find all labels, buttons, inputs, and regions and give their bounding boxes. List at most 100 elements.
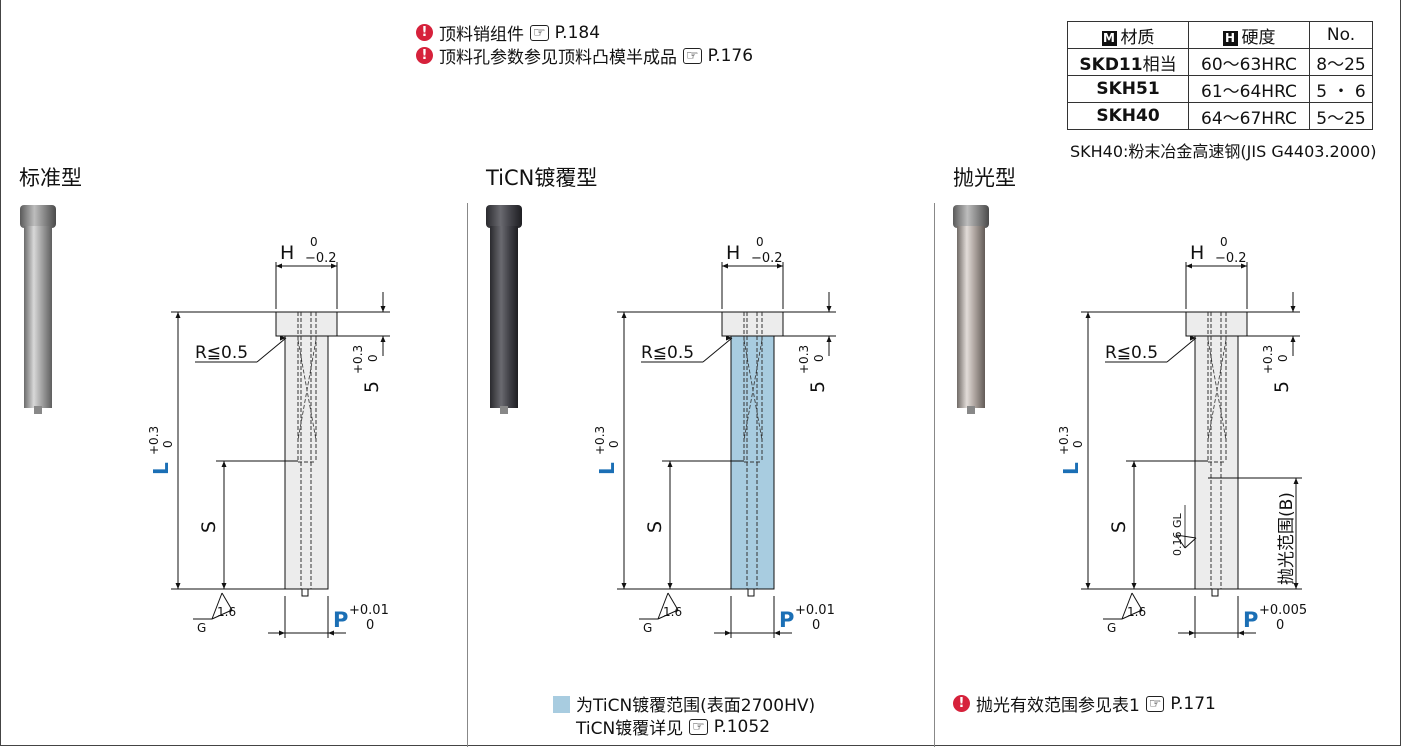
warning-icon: ! <box>416 24 433 41</box>
finish-label: 1.6 <box>663 605 682 619</box>
dimension-line <box>743 339 763 441</box>
arrowhead <box>826 336 832 342</box>
h-upper-tol: 0 <box>310 235 318 249</box>
p-upper-tol: +0.01 <box>349 603 389 618</box>
product-photo <box>953 205 989 414</box>
arrowhead <box>221 583 227 589</box>
section-divider <box>467 203 468 747</box>
arrowhead <box>1131 583 1137 589</box>
five-label: 5 <box>807 381 829 393</box>
h-label: H <box>280 242 294 264</box>
no-cell: 5～25 <box>1309 102 1373 130</box>
material-footnote: SKH40:粉末冶金高速钢(JIS G4403.2000) <box>1070 142 1377 161</box>
note-ejector-pin-assembly: ! 顶料销组件 ☞ P.184 <box>416 20 600 45</box>
dimension-line <box>1175 534 1186 549</box>
coat-swatch <box>553 696 570 713</box>
pin-shank <box>490 226 518 408</box>
l-upper-tol: +0.3 <box>593 426 607 455</box>
radius-label: R≦0.5 <box>641 343 694 363</box>
hardness-cell: 60～63HRC <box>1188 48 1310 76</box>
arrowhead <box>1290 306 1296 312</box>
arrowhead <box>276 263 282 269</box>
note-text: 顶料孔参数参见顶料凸模半成品 <box>439 48 677 68</box>
dimension-line <box>1121 592 1133 620</box>
arrowhead <box>380 336 386 342</box>
dimension-line <box>702 337 733 363</box>
product-photo <box>20 205 56 414</box>
polish-grade-label: GL <box>1171 512 1184 528</box>
polish-range-label: 抛光范围(B) <box>1277 492 1297 585</box>
product-photo <box>486 205 522 414</box>
arrowhead <box>722 263 728 269</box>
five-lower-tol: 0 <box>812 354 826 362</box>
p-label: P <box>1243 608 1258 632</box>
finish-grade-label: G <box>643 621 652 635</box>
five-upper-tol: +0.3 <box>351 345 365 374</box>
page-reference[interactable]: P.184 <box>554 22 601 43</box>
hardness-badge-icon: H <box>1222 30 1238 46</box>
page-reference[interactable]: P.176 <box>707 45 754 66</box>
arrowhead <box>1131 461 1137 467</box>
pointing-hand-icon: ☞ <box>683 47 702 64</box>
arrowhead <box>621 583 627 589</box>
pointing-hand-icon: ☞ <box>689 718 708 735</box>
arrowhead <box>279 630 285 636</box>
p-label: P <box>779 608 794 632</box>
p-lower-tol: 0 <box>366 618 374 633</box>
pin-head <box>20 205 56 228</box>
dimension-line <box>657 592 669 620</box>
arrowhead <box>331 263 337 269</box>
p-label: P <box>333 608 348 632</box>
dimension-line <box>211 609 233 620</box>
pin-head <box>486 205 522 228</box>
s-label: S <box>1108 521 1130 533</box>
l-upper-tol: +0.3 <box>1057 426 1071 455</box>
pointing-hand-icon: ☞ <box>1145 695 1165 712</box>
coat-legend: 为TiCN镀覆范围(表面2700HV) <box>553 691 815 716</box>
dimension-line <box>667 592 679 611</box>
five-lower-tol: 0 <box>1276 354 1290 362</box>
finish-label: 1.6 <box>1127 605 1146 619</box>
pin-head-outline <box>275 311 338 337</box>
l-lower-tol: 0 <box>607 440 621 448</box>
material-cell: SKD11相当 <box>1067 48 1189 76</box>
no-cell: 8～25 <box>1309 48 1373 76</box>
arrowhead <box>1238 630 1244 636</box>
pin-head-outline <box>1185 311 1248 337</box>
material-badge-icon: M <box>1101 30 1117 46</box>
l-label: L <box>1059 462 1083 475</box>
pin-tip-outline <box>1211 588 1219 597</box>
dimension-line <box>1166 337 1197 363</box>
arrowhead <box>621 312 627 318</box>
arrowhead <box>1290 336 1296 342</box>
arrowhead <box>726 335 732 341</box>
pin-tip-outline <box>301 588 309 597</box>
section-divider <box>934 203 935 747</box>
page-reference[interactable]: P.171 <box>1170 693 1216 714</box>
h-lower-tol: −0.2 <box>1215 251 1247 266</box>
five-upper-tol: +0.3 <box>797 345 811 374</box>
page-reference[interactable]: P.1052 <box>713 716 771 737</box>
note-text: 顶料销组件 <box>439 25 524 45</box>
pin-head-outline <box>721 311 784 337</box>
note-ejector-hole: ! 顶料孔参数参见顶料凸模半成品 ☞ P.176 <box>416 43 753 68</box>
p-upper-tol: +0.005 <box>1259 603 1307 618</box>
arrowhead <box>777 263 783 269</box>
table-row: SKH40 64～67HRC 5～25 <box>1067 102 1373 130</box>
h-label: H <box>1190 242 1204 264</box>
arrowhead <box>1085 312 1091 318</box>
warning-icon: ! <box>416 47 433 64</box>
h-upper-tol: 0 <box>1220 235 1228 249</box>
dimension-line <box>297 339 317 441</box>
l-upper-tol: +0.3 <box>147 426 161 455</box>
hardness-cell: 64～67HRC <box>1188 102 1310 130</box>
radius-label: R≦0.5 <box>1105 343 1158 363</box>
finish-grade-label: G <box>1107 621 1116 635</box>
pin-shank <box>957 226 985 408</box>
table-row: SKD11相当 60～63HRC 8～25 <box>1067 48 1373 76</box>
